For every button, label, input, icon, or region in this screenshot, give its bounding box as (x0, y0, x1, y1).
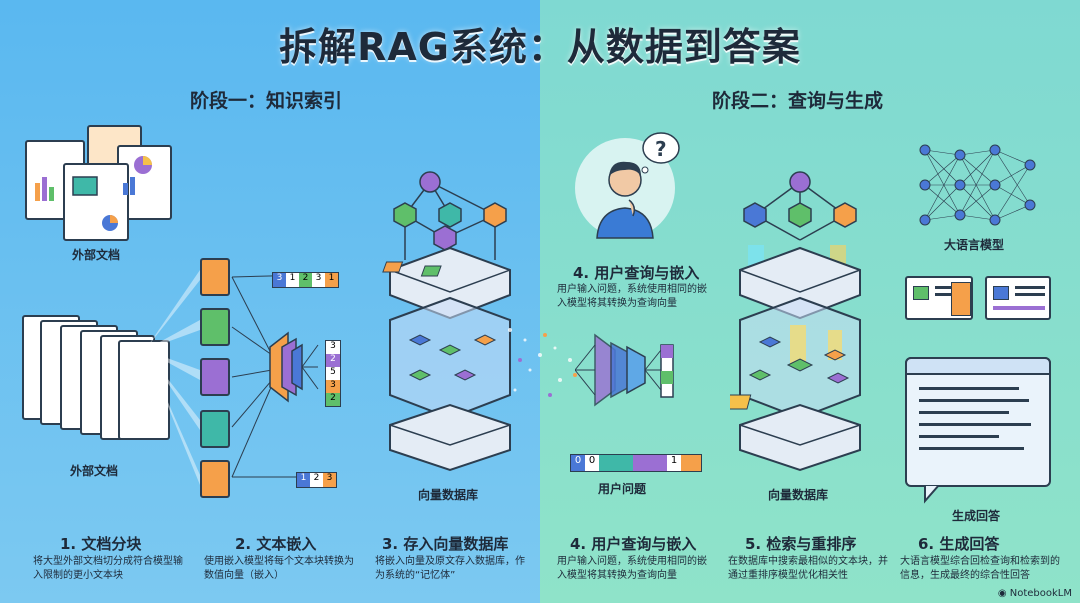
stage-two-heading: 阶段二：查询与生成 (712, 86, 883, 113)
step-5-title: 5. 检索与重排序 (745, 533, 856, 554)
documents-icon-top (25, 125, 175, 240)
vector-cell: 2 (326, 354, 340, 367)
vector-cell: 3 (323, 473, 336, 487)
answer-window-icon (905, 357, 1051, 507)
vector-cell: 1 (297, 473, 310, 487)
vector-cell (599, 455, 633, 471)
vector-cell: 2 (299, 273, 312, 287)
vector-database-icon-left (380, 170, 520, 480)
vector-cell: 1 (667, 455, 681, 471)
llm-label: 大语言模型 (944, 236, 1004, 253)
vector-row-1: 3 1 2 3 1 (272, 272, 339, 288)
retrieved-card-blue (985, 276, 1051, 320)
vector-cell: 3 (326, 341, 340, 354)
chunk-doc-orange-2 (200, 460, 230, 498)
docs-label-top: 外部文档 (72, 246, 120, 263)
page-title: 拆解RAG系统：从数据到答案 (0, 16, 1080, 71)
watermark: ◉ NotebookLM (998, 588, 1072, 599)
vector-db-label-left: 向量数据库 (418, 486, 478, 503)
vector-cell: 5 (326, 367, 340, 380)
chunk-doc-teal (200, 410, 230, 448)
query-vector-bar: 0 0 1 (570, 454, 702, 472)
chunk-doc-purple (200, 358, 230, 396)
vector-cell: 3 (312, 273, 325, 287)
docs-label-bottom: 外部文档 (70, 462, 118, 479)
vector-cell: 3 (273, 273, 286, 287)
watermark-text: NotebookLM (1010, 588, 1072, 599)
embedding-model-icon (230, 255, 320, 505)
vector-database-icon-right (730, 170, 870, 480)
chunk-doc-orange (200, 258, 230, 296)
step-6-desc: 大语言模型综合回检查询和检索到的信息，生成最终的综合性回答 (900, 555, 1062, 583)
vector-cell: 1 (286, 273, 299, 287)
query-embedding-model-icon (575, 325, 685, 415)
step-4-desc: 用户输入问题，系统使用相同的嵌入模型将其转换为查询向量 (557, 555, 712, 583)
vector-cell: 2 (310, 473, 323, 487)
vector-cell: 0 (585, 455, 599, 471)
svg-text:?: ? (655, 137, 667, 161)
mid-step-desc: 用户输入问题，系统使用相同的嵌入模型将其转换为查询向量 (557, 283, 707, 311)
generate-answer-label: 生成回答 (952, 507, 1000, 524)
notebook-icon: ◉ (998, 588, 1010, 599)
step-3-desc: 将嵌入向量及原文存入数据库，作为系统的“记忆体” (375, 555, 525, 583)
step-2-title: 2. 文本嵌入 (235, 533, 316, 554)
vector-cell: 2 (326, 393, 340, 406)
user-thinking-icon: ? (575, 130, 685, 240)
vector-cell: 1 (325, 273, 338, 287)
stage-one-heading: 阶段一：知识索引 (190, 86, 342, 113)
step-6-title: 6. 生成回答 (918, 533, 999, 554)
chunk-doc-green (200, 308, 230, 346)
vector-cell (681, 455, 701, 471)
neural-network-icon (915, 140, 1045, 230)
user-question-label: 用户问题 (598, 480, 646, 497)
vector-db-label-right: 向量数据库 (768, 486, 828, 503)
vector-cell (633, 455, 667, 471)
vector-row-3: 1 2 3 (296, 472, 337, 488)
vector-cell: 0 (571, 455, 585, 471)
vector-cell: 3 (326, 380, 340, 393)
vector-column-2: 3 2 5 3 2 (325, 340, 341, 407)
step-2-desc: 使用嵌入模型将每个文本块转换为数值向量（嵌入） (204, 555, 356, 583)
retrieved-card-orange (905, 276, 973, 320)
mid-step-title: 4. 用户查询与嵌入 (573, 262, 699, 283)
step-4-title: 4. 用户查询与嵌入 (570, 533, 696, 554)
step-1-title: 1. 文档分块 (60, 533, 141, 554)
step-3-title: 3. 存入向量数据库 (382, 533, 508, 554)
step-1-desc: 将大型外部文档切分成符合模型输入限制的更小文本块 (33, 555, 183, 583)
step-5-desc: 在数据库中搜索最相似的文本块，并通过重排序模型优化相关性 (728, 555, 888, 583)
